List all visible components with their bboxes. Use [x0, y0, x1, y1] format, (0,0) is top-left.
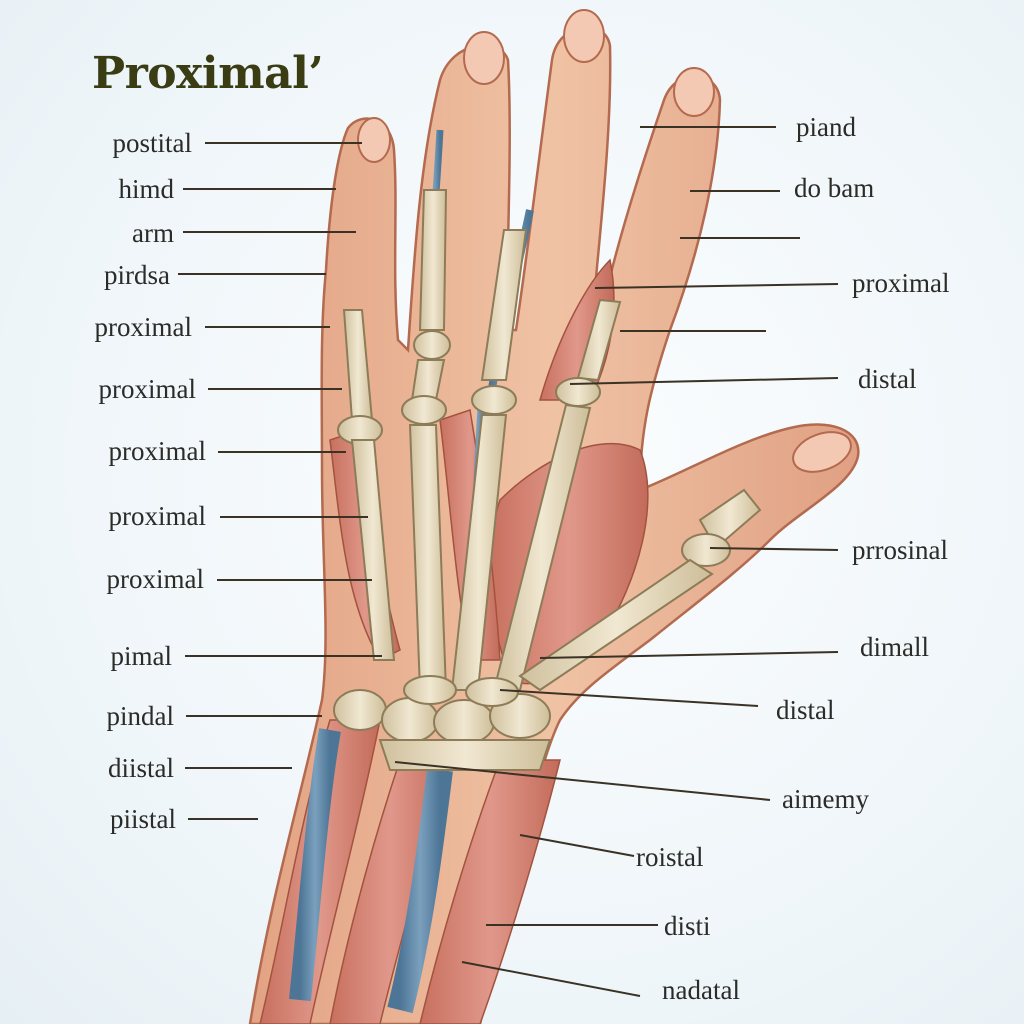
- label-left: piistal: [110, 804, 176, 834]
- label-right: do bam: [794, 173, 875, 203]
- nail-little: [357, 117, 391, 163]
- leader-line: [394, 761, 771, 801]
- nail-thumb: [792, 431, 852, 473]
- label-left: diistal: [108, 753, 174, 783]
- label-left: proximal: [98, 374, 196, 404]
- label-left: proximal: [108, 436, 206, 466]
- label-right: aimemy: [782, 784, 869, 814]
- label-left: postital: [112, 128, 193, 158]
- label-left: pirdsa: [104, 260, 170, 290]
- leader-line: [499, 689, 759, 707]
- forearm-muscles: [259, 719, 561, 1024]
- leader-line: [539, 651, 839, 659]
- leader-lines: [178, 126, 839, 997]
- leader-line: [594, 283, 839, 289]
- nail-middle: [563, 9, 605, 63]
- leader-line: [569, 377, 839, 385]
- diagram-title: Proximal’: [92, 48, 324, 99]
- leader-line: [461, 961, 641, 997]
- leader-line: [519, 834, 635, 857]
- label-left: arm: [132, 218, 174, 248]
- label-right: disti: [664, 911, 711, 941]
- label-left: pimal: [110, 641, 173, 671]
- label-right: roistal: [636, 842, 704, 872]
- label-right: nadatal: [662, 975, 740, 1005]
- nail-index: [673, 67, 715, 117]
- nail-ring: [463, 31, 505, 85]
- label-right: distal: [776, 695, 835, 725]
- label-left: proximal: [94, 312, 192, 342]
- label-left: proximal: [108, 501, 206, 531]
- label-right: piand: [796, 112, 856, 142]
- label-right: prrosinal: [852, 535, 948, 565]
- label-left: proximal: [106, 564, 204, 594]
- label-left: himd: [118, 174, 174, 204]
- label-right: dimall: [860, 632, 929, 662]
- label-right: proximal: [852, 268, 950, 298]
- leader-line: [709, 547, 839, 551]
- label-right: distal: [858, 364, 917, 394]
- label-left: pindal: [106, 701, 175, 731]
